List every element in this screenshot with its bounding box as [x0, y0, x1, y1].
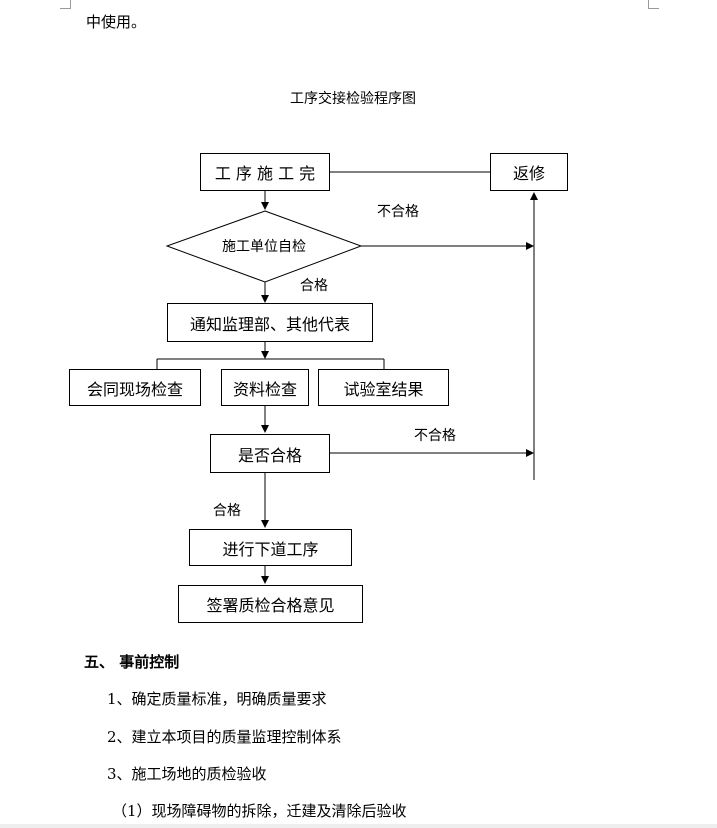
- lab-results-box: 试验室结果: [318, 369, 449, 406]
- list-item: 3、施工场地的质检验收: [107, 765, 267, 783]
- document-check-box: 资料检查: [221, 369, 309, 406]
- sign-opinion-box: 签署质检合格意见: [178, 585, 363, 623]
- page-bottom-edge: [0, 824, 717, 828]
- fail-label: 不合格: [414, 428, 456, 444]
- list-item: （1）现场障碍物的拆除，迁建及清除后验收: [112, 802, 407, 820]
- qualified-check-box: 是否合格: [210, 434, 330, 473]
- fail-label: 不合格: [377, 204, 419, 220]
- section-heading: 五、 事前控制: [84, 653, 180, 671]
- notify-box: 通知监理部、其他代表: [167, 303, 373, 342]
- self-check-label: 施工单位自检: [222, 239, 306, 255]
- margin-corner-mark: [648, 0, 659, 9]
- intro-text: 中使用。: [86, 13, 147, 31]
- margin-corner-mark: [60, 0, 71, 9]
- pass-label: 合格: [213, 503, 241, 519]
- next-process-box: 进行下道工序: [189, 529, 352, 566]
- list-item: 1、确定质量标准，明确质量要求: [107, 690, 327, 708]
- process-complete-box: 工 序 施 工 完: [200, 153, 330, 191]
- rework-box: 返修: [490, 153, 568, 191]
- pass-label: 合格: [300, 278, 328, 294]
- list-item: 2、建立本项目的质量监理控制体系: [107, 728, 342, 746]
- joint-inspection-box: 会同现场检查: [69, 369, 201, 406]
- flowchart-title: 工序交接检验程序图: [290, 91, 416, 107]
